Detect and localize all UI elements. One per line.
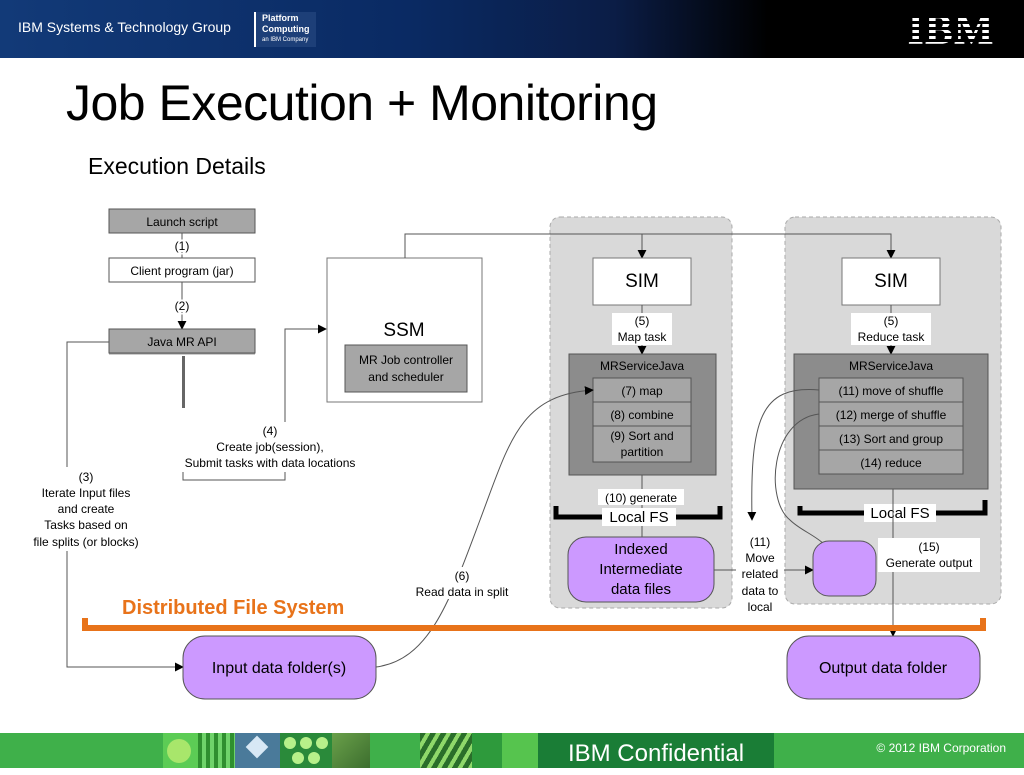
header-bar: IBM Systems & Technology Group Platform … xyxy=(0,0,1024,58)
step3-label-1: (3) xyxy=(79,470,94,484)
sim-reduce-box xyxy=(841,257,941,306)
move-shuffle-box xyxy=(818,377,964,403)
group-name: IBM Systems & Technology Group xyxy=(18,19,231,35)
merge-shuffle-box xyxy=(818,401,964,427)
mrservice-map-label: MRServiceJava xyxy=(600,359,684,373)
page-subtitle: Execution Details xyxy=(88,153,266,179)
footer-tile xyxy=(502,733,538,768)
step10-label: (10) generate xyxy=(605,491,677,505)
sim-map-box xyxy=(592,257,692,306)
mrservice-reduce-label: MRServiceJava xyxy=(849,359,933,373)
platform-logo-line3: an IBM Company xyxy=(262,37,309,43)
launch-script-label: Launch script xyxy=(146,215,218,229)
input-folder-box xyxy=(182,635,377,700)
sim-map-label: SIM xyxy=(625,271,659,292)
output-folder-box xyxy=(786,635,981,700)
footer-tile xyxy=(420,733,472,768)
reduce-step-label: (14) reduce xyxy=(860,456,922,470)
local-fs-map-label: Local FS xyxy=(609,509,668,526)
combine-step-box xyxy=(592,401,692,427)
dfs-bracket xyxy=(82,618,986,631)
launch-script-box xyxy=(108,208,256,234)
footer-tile xyxy=(198,733,235,768)
indexed-line3: data files xyxy=(611,581,671,598)
step4-label-2: Create job(session), xyxy=(216,440,323,454)
step4-label-1: (4) xyxy=(263,424,278,438)
footer-tile xyxy=(163,733,198,768)
platform-logo-line1: Platform xyxy=(262,13,299,23)
step3-label-4: Tasks based on xyxy=(44,518,127,532)
step15-2: Generate output xyxy=(886,556,973,570)
sort-partition-box xyxy=(592,425,692,463)
sort-partition-line2: partition xyxy=(621,445,664,459)
step6-1: (6) xyxy=(455,569,470,583)
platform-logo-line2: Computing xyxy=(262,24,310,34)
indexed-line2: Intermediate xyxy=(599,561,682,578)
output-folder-label: Output data folder xyxy=(819,660,948,677)
java-mr-api-box xyxy=(108,328,256,354)
step15-1: (15) xyxy=(918,540,939,554)
reduce-step-box xyxy=(818,449,964,475)
step5-reduce-2: Reduce task xyxy=(858,330,926,344)
move-shuffle-label: (11) move of shuffle xyxy=(839,384,944,398)
dfs-label: Distributed File System xyxy=(122,597,344,619)
step6-2: Read data in split xyxy=(416,585,509,599)
sort-group-label: (13) Sort and group xyxy=(839,432,943,446)
page-title: Job Execution + Monitoring xyxy=(66,75,658,131)
ssm-label: SSM xyxy=(383,320,424,341)
step3-label-5: file splits (or blocks) xyxy=(33,535,138,549)
ssm-controller-line2: and scheduler xyxy=(368,370,443,384)
step11-2: Move xyxy=(745,551,775,565)
step3-label-3: and create xyxy=(58,502,115,516)
footer-tile xyxy=(332,733,370,768)
footer-tile xyxy=(370,733,420,768)
step2-label: (2) xyxy=(175,299,190,313)
footer-tile xyxy=(235,733,280,768)
merge-shuffle-label: (12) merge of shuffle xyxy=(836,408,947,422)
input-folder-label: Input data folder(s) xyxy=(212,660,346,677)
sort-partition-line1: (9) Sort and xyxy=(610,429,673,443)
map-step-label: (7) map xyxy=(621,384,663,398)
sort-group-box xyxy=(818,425,964,451)
step5-reduce-1: (5) xyxy=(884,314,899,328)
ssm-controller-line1: MR Job controller xyxy=(359,353,453,367)
sim-reduce-label: SIM xyxy=(874,271,908,292)
step1-label: (1) xyxy=(175,239,190,253)
step3-label-2: Iterate Input files xyxy=(42,486,131,500)
confidential-label: IBM Confidential xyxy=(538,733,774,768)
indexed-line1: Indexed xyxy=(614,541,667,558)
step11-3: related xyxy=(742,567,779,581)
ssm-controller-box xyxy=(344,344,468,393)
step11-5: local xyxy=(748,600,773,614)
copyright-label: © 2012 IBM Corporation xyxy=(876,741,1006,755)
java-mr-api-label: Java MR API xyxy=(147,335,216,349)
step5-map-2: Map task xyxy=(618,330,668,344)
step11-4: data to xyxy=(742,584,779,598)
ibm-logo: IBM xyxy=(908,10,994,48)
local-fs-reduce-label: Local FS xyxy=(870,505,929,522)
footer-tile xyxy=(280,733,332,768)
footer-bar: IBM Confidential © 2012 IBM Corporation xyxy=(0,733,1024,768)
api-lifeline xyxy=(182,356,185,408)
step4-label-3: Submit tasks with data locations xyxy=(185,456,356,470)
step11-1: (11) xyxy=(750,535,770,549)
footer-tile xyxy=(472,733,502,768)
platform-computing-logo: Platform Computing an IBM Company xyxy=(254,12,316,47)
client-program-box xyxy=(108,257,256,283)
local-data-box xyxy=(812,540,877,597)
execution-diagram: Launch script (1) Client program (jar) (… xyxy=(33,208,1002,700)
client-program-label: Client program (jar) xyxy=(130,264,233,278)
step5-map-1: (5) xyxy=(635,314,650,328)
combine-step-label: (8) combine xyxy=(610,408,674,422)
